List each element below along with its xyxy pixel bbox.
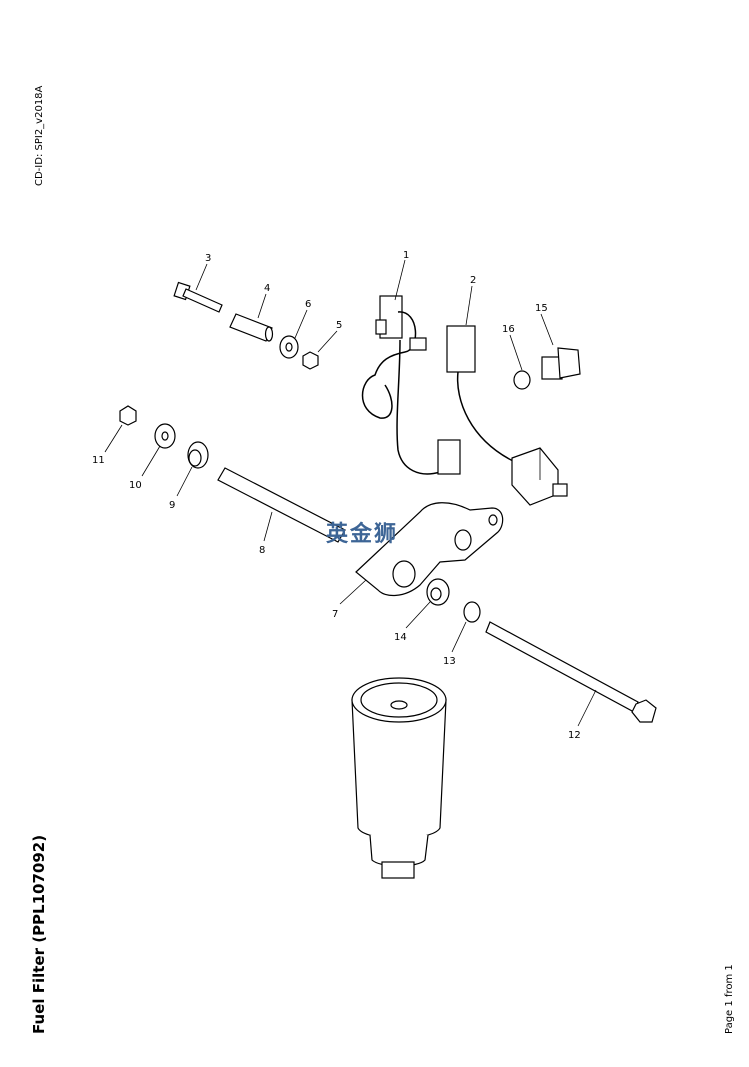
callout-3: 3 — [205, 253, 211, 264]
fuel-filter-element — [351, 677, 447, 879]
part-1-harness — [361, 295, 461, 475]
part-5-nut — [302, 351, 319, 370]
callout-12: 12 — [568, 730, 581, 741]
callout-2: 2 — [470, 275, 476, 286]
callout-6: 6 — [305, 299, 311, 310]
part-3-bolt — [173, 281, 223, 313]
part-12-bolt — [485, 621, 657, 723]
leader-lines — [104, 259, 597, 727]
part-13-washer — [463, 601, 481, 623]
callout-13: 13 — [443, 656, 456, 667]
callout-9: 9 — [169, 500, 175, 511]
part-4-spacer — [229, 313, 274, 342]
part-16-o-ring — [513, 370, 531, 390]
callout-7: 7 — [332, 609, 338, 620]
part-11-nut — [119, 405, 137, 426]
part-2-switch — [446, 325, 568, 506]
part-8-pin — [217, 467, 346, 543]
callout-1: 1 — [403, 250, 409, 261]
callout-8: 8 — [259, 545, 265, 556]
callout-10: 10 — [129, 480, 142, 491]
callout-15: 15 — [535, 303, 548, 314]
callout-11: 11 — [92, 455, 105, 466]
callout-14: 14 — [394, 632, 407, 643]
callout-4: 4 — [264, 283, 270, 294]
callout-16: 16 — [502, 324, 515, 335]
watermark: 英金狮 — [326, 522, 399, 547]
callout-5: 5 — [336, 320, 342, 331]
part-15-plug — [541, 347, 581, 380]
callout-labels: 1 2 3 4 5 6 7 8 9 10 11 12 13 14 15 16 — [92, 250, 581, 741]
